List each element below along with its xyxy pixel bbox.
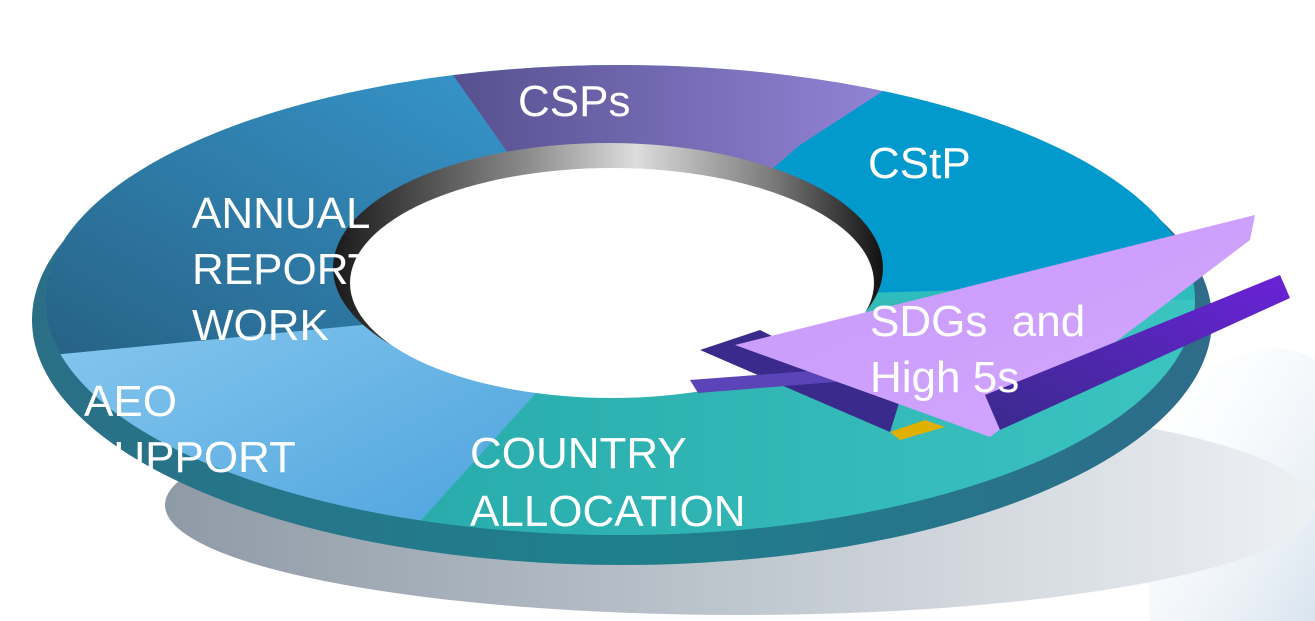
arrow-bright <box>985 275 1290 430</box>
sdgs-label-line1: SDGs and <box>870 297 1085 346</box>
country-label-line2: ALLOCATION <box>470 487 745 536</box>
segment-aeo-support <box>45 300 620 535</box>
aeo-label-line1: AEO <box>84 377 177 426</box>
country-label-line1: COUNTRY <box>470 429 687 478</box>
annual-label-line1: ANNUAL <box>192 189 371 238</box>
cstp-label: CStP <box>868 139 971 188</box>
segment-label-csps: CSPs <box>518 77 630 126</box>
annual-label-line3: WORK <box>192 301 329 350</box>
aeo-label-line2: SUPPORT <box>84 433 296 482</box>
segment-label-country: COUNTRY ALLOCATION <box>470 429 745 536</box>
segment-label-aeo: AEO SUPPORT <box>84 377 296 482</box>
sdgs-arrow-shape <box>735 215 1255 437</box>
sdgs-label-line2: High 5s <box>870 353 1019 402</box>
csps-label: CSPs <box>518 77 630 126</box>
segment-label-cstp: CStP <box>868 139 971 188</box>
ribbon-gold <box>890 420 945 440</box>
segment-label-sdgs: SDGs and High 5s <box>870 297 1085 402</box>
segment-label-annual: ANNUAL REPORT WORK <box>192 189 375 350</box>
annual-label-line2: REPORT <box>192 245 375 294</box>
